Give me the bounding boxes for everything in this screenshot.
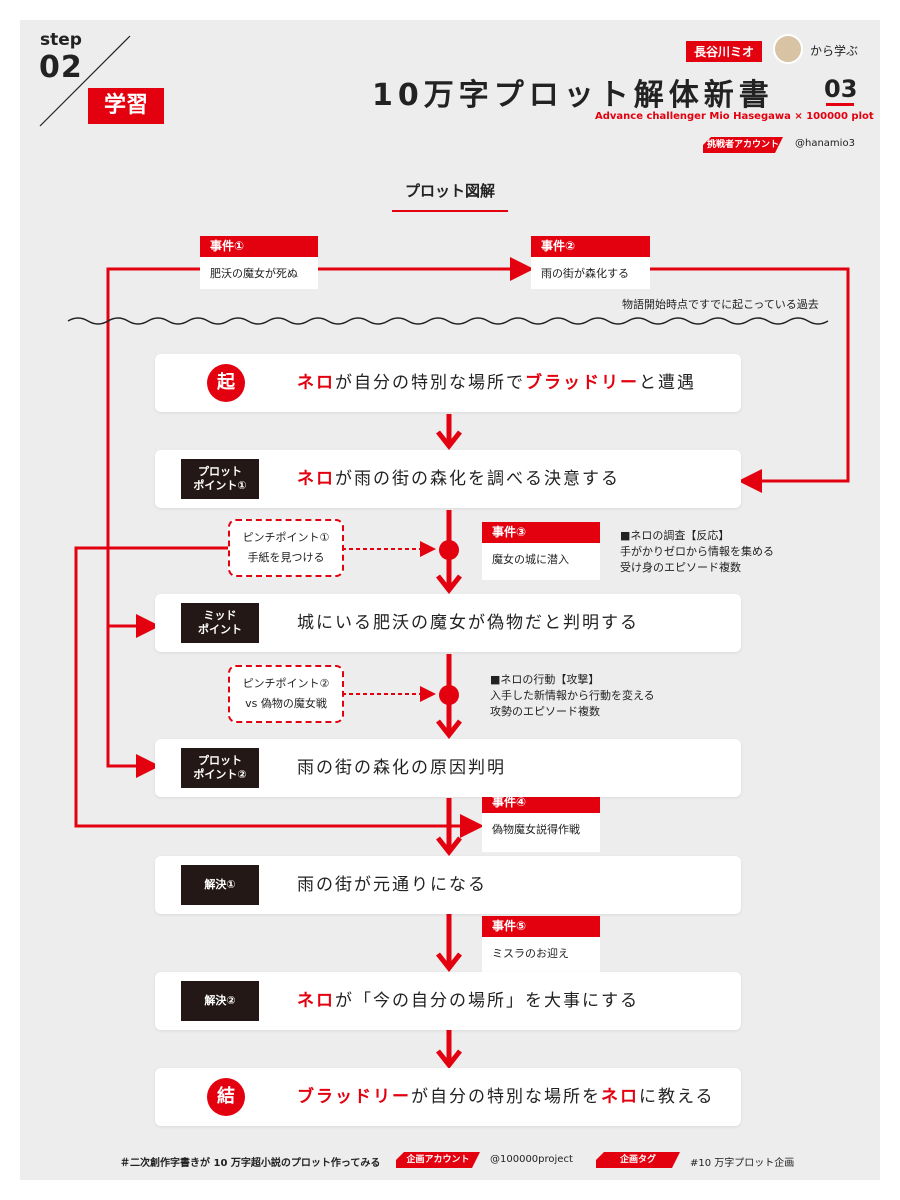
note-investigation: ■ネロの調査【反応】 手がかりゼロから情報を集める 受け身のエピソード複数	[620, 528, 774, 576]
text-segment: が自分の特別な場所で	[335, 373, 525, 393]
text-segment: に教える	[639, 1087, 715, 1107]
stage-badge: プロット ポイント②	[181, 748, 259, 788]
pinch-text: vs 偽物の魔女戦	[245, 697, 327, 710]
stage-badge: 解決①	[181, 865, 259, 905]
event-box-4: 事件④ 偽物魔女説得作戦	[482, 792, 600, 852]
page-subtitle: Advance challenger Mio Hasegawa × 100000…	[595, 111, 874, 122]
event-label: 事件③	[482, 522, 600, 543]
stage-badge: 起	[207, 364, 245, 402]
text-segment: が自分の特別な場所を	[411, 1087, 601, 1107]
event-text: ミスラのお迎え	[492, 947, 569, 960]
page-title: 10万字プロット解体新書	[372, 78, 774, 113]
pinch-point-1: ピンチポイント① 手紙を見つける	[228, 519, 344, 577]
badge-line: ポイント①	[193, 479, 247, 492]
badge-line: プロット	[198, 754, 242, 767]
badge-line: プロット	[198, 465, 242, 478]
project-tag-label: 企画タグ	[596, 1152, 680, 1168]
note-title: ■ネロの調査【反応】	[620, 529, 730, 542]
stage-text: ネロが雨の街の森化を調べる決意する	[297, 450, 620, 508]
past-note: 物語開始時点ですでに起こっている過去	[622, 298, 819, 311]
challenger-label: 挑戦者アカウント	[703, 137, 783, 153]
step-number: 02	[39, 50, 83, 85]
event-box-2: 事件② 雨の街が森化する	[531, 236, 650, 289]
pinch-point-2: ピンチポイント② vs 偽物の魔女戦	[228, 665, 344, 723]
event-label: 事件⑤	[482, 916, 600, 937]
step-label: step	[40, 30, 82, 50]
stage-ketsu: 結 ブラッドリーが自分の特別な場所をネロに教える	[155, 1068, 741, 1126]
heading-underline	[392, 210, 508, 212]
diagram-heading: プロット図解	[404, 182, 495, 200]
badge-line: 解決②	[204, 994, 236, 1007]
junction-dot-2	[439, 685, 459, 705]
volume-underline	[826, 103, 854, 106]
stage-badge: 解決②	[181, 981, 259, 1021]
stage-plot-point-2: プロット ポイント② 雨の街の森化の原因判明	[155, 739, 741, 797]
header-diagonal-line	[39, 35, 131, 127]
event-text: 肥沃の魔女が死ぬ	[210, 267, 298, 280]
pinch1-to-event4-connector	[74, 546, 484, 838]
project-account-handle: @100000project	[490, 1154, 573, 1165]
badge-line: 解決①	[204, 878, 236, 891]
event-text: 雨の街が森化する	[541, 267, 629, 280]
note-line: 受け身のエピソード複数	[620, 561, 741, 574]
footer-hashtag-line: ＃二次創作字書きが 10 万字超小説のプロット作ってみる	[120, 1158, 381, 1169]
note-action: ■ネロの行動【攻撃】 入手した新情報から行動を変える 攻勢のエピソード複数	[490, 672, 655, 720]
stage-text: ネロが自分の特別な場所でブラッドリーと遭遇	[297, 354, 696, 412]
note-title: ■ネロの行動【攻撃】	[490, 673, 600, 686]
stage-midpoint: ミッド ポイント 城にいる肥沃の魔女が偽物だと判明する	[155, 594, 741, 652]
event-box-3: 事件③ 魔女の城に潜入	[482, 522, 600, 580]
event-text: 魔女の城に潜入	[492, 553, 569, 566]
note-line: 手がかりゼロから情報を集める	[620, 545, 774, 558]
note-line: 攻勢のエピソード複数	[490, 705, 600, 718]
character-name: ブラッドリー	[297, 1087, 411, 1107]
kara-manabu-label: から学ぶ	[810, 44, 859, 58]
stage-text: 城にいる肥沃の魔女が偽物だと判明する	[297, 613, 639, 633]
badge-line: ミッド	[203, 609, 237, 622]
note-line: 入手した新情報から行動を変える	[490, 689, 655, 702]
pinch-text: 手紙を見つける	[247, 551, 325, 564]
text-segment: と遭遇	[639, 373, 696, 393]
pinch-label: ピンチポイント①	[242, 531, 330, 544]
badge-line: ポイント②	[193, 768, 247, 781]
stage-plot-point-1: プロット ポイント① ネロが雨の街の森化を調べる決意する	[155, 450, 741, 508]
character-name: ブラッドリー	[525, 373, 639, 393]
text-segment: が「今の自分の場所」を大事にする	[335, 991, 640, 1011]
event-box-1: 事件① 肥沃の魔女が死ぬ	[200, 236, 318, 289]
event1-to-pp2-connector	[106, 267, 200, 778]
badge-line: ポイント	[198, 623, 242, 636]
stage-ki: 起 ネロが自分の特別な場所でブラッドリーと遭遇	[155, 354, 741, 412]
section-tag: 学習	[88, 88, 164, 124]
event-label: 事件①	[200, 236, 318, 257]
volume-number: 03	[824, 75, 858, 103]
stage-badge: プロット ポイント①	[181, 459, 259, 499]
stage-text: 雨の街が元通りになる	[297, 875, 487, 895]
author-tag: 長谷川ミオ	[686, 41, 763, 62]
stage-text: ネロが「今の自分の場所」を大事にする	[297, 972, 639, 1030]
event2-to-pp1-connector	[650, 267, 850, 493]
event-box-5: 事件⑤ ミスラのお迎え	[482, 916, 600, 972]
pinch-label: ピンチポイント②	[242, 677, 330, 690]
past-boundary-wave	[67, 317, 829, 325]
character-name: ネロ	[297, 991, 335, 1011]
character-name: ネロ	[297, 373, 335, 393]
text-segment: が雨の街の森化を調べる決意する	[335, 469, 620, 489]
stage-resolution-2: 解決② ネロが「今の自分の場所」を大事にする	[155, 972, 741, 1030]
stage-resolution-1: 解決① 雨の街が元通りになる	[155, 856, 741, 914]
character-name: ネロ	[297, 469, 335, 489]
challenger-handle: @hanamio3	[795, 138, 855, 149]
project-account-label: 企画アカウント	[396, 1152, 480, 1168]
character-name: ネロ	[601, 1087, 639, 1107]
stage-text: ブラッドリーが自分の特別な場所をネロに教える	[297, 1068, 715, 1126]
event-label: 事件②	[531, 236, 650, 257]
project-tag-value: #10 万字プロット企画	[690, 1158, 795, 1169]
avatar	[773, 34, 803, 64]
stage-badge: ミッド ポイント	[181, 603, 259, 643]
event-text: 偽物魔女説得作戦	[492, 823, 580, 836]
stage-badge: 結	[207, 1078, 245, 1116]
junction-dot-1	[439, 540, 459, 560]
event-label: 事件④	[482, 792, 600, 813]
stage-text: 雨の街の森化の原因判明	[297, 758, 506, 778]
